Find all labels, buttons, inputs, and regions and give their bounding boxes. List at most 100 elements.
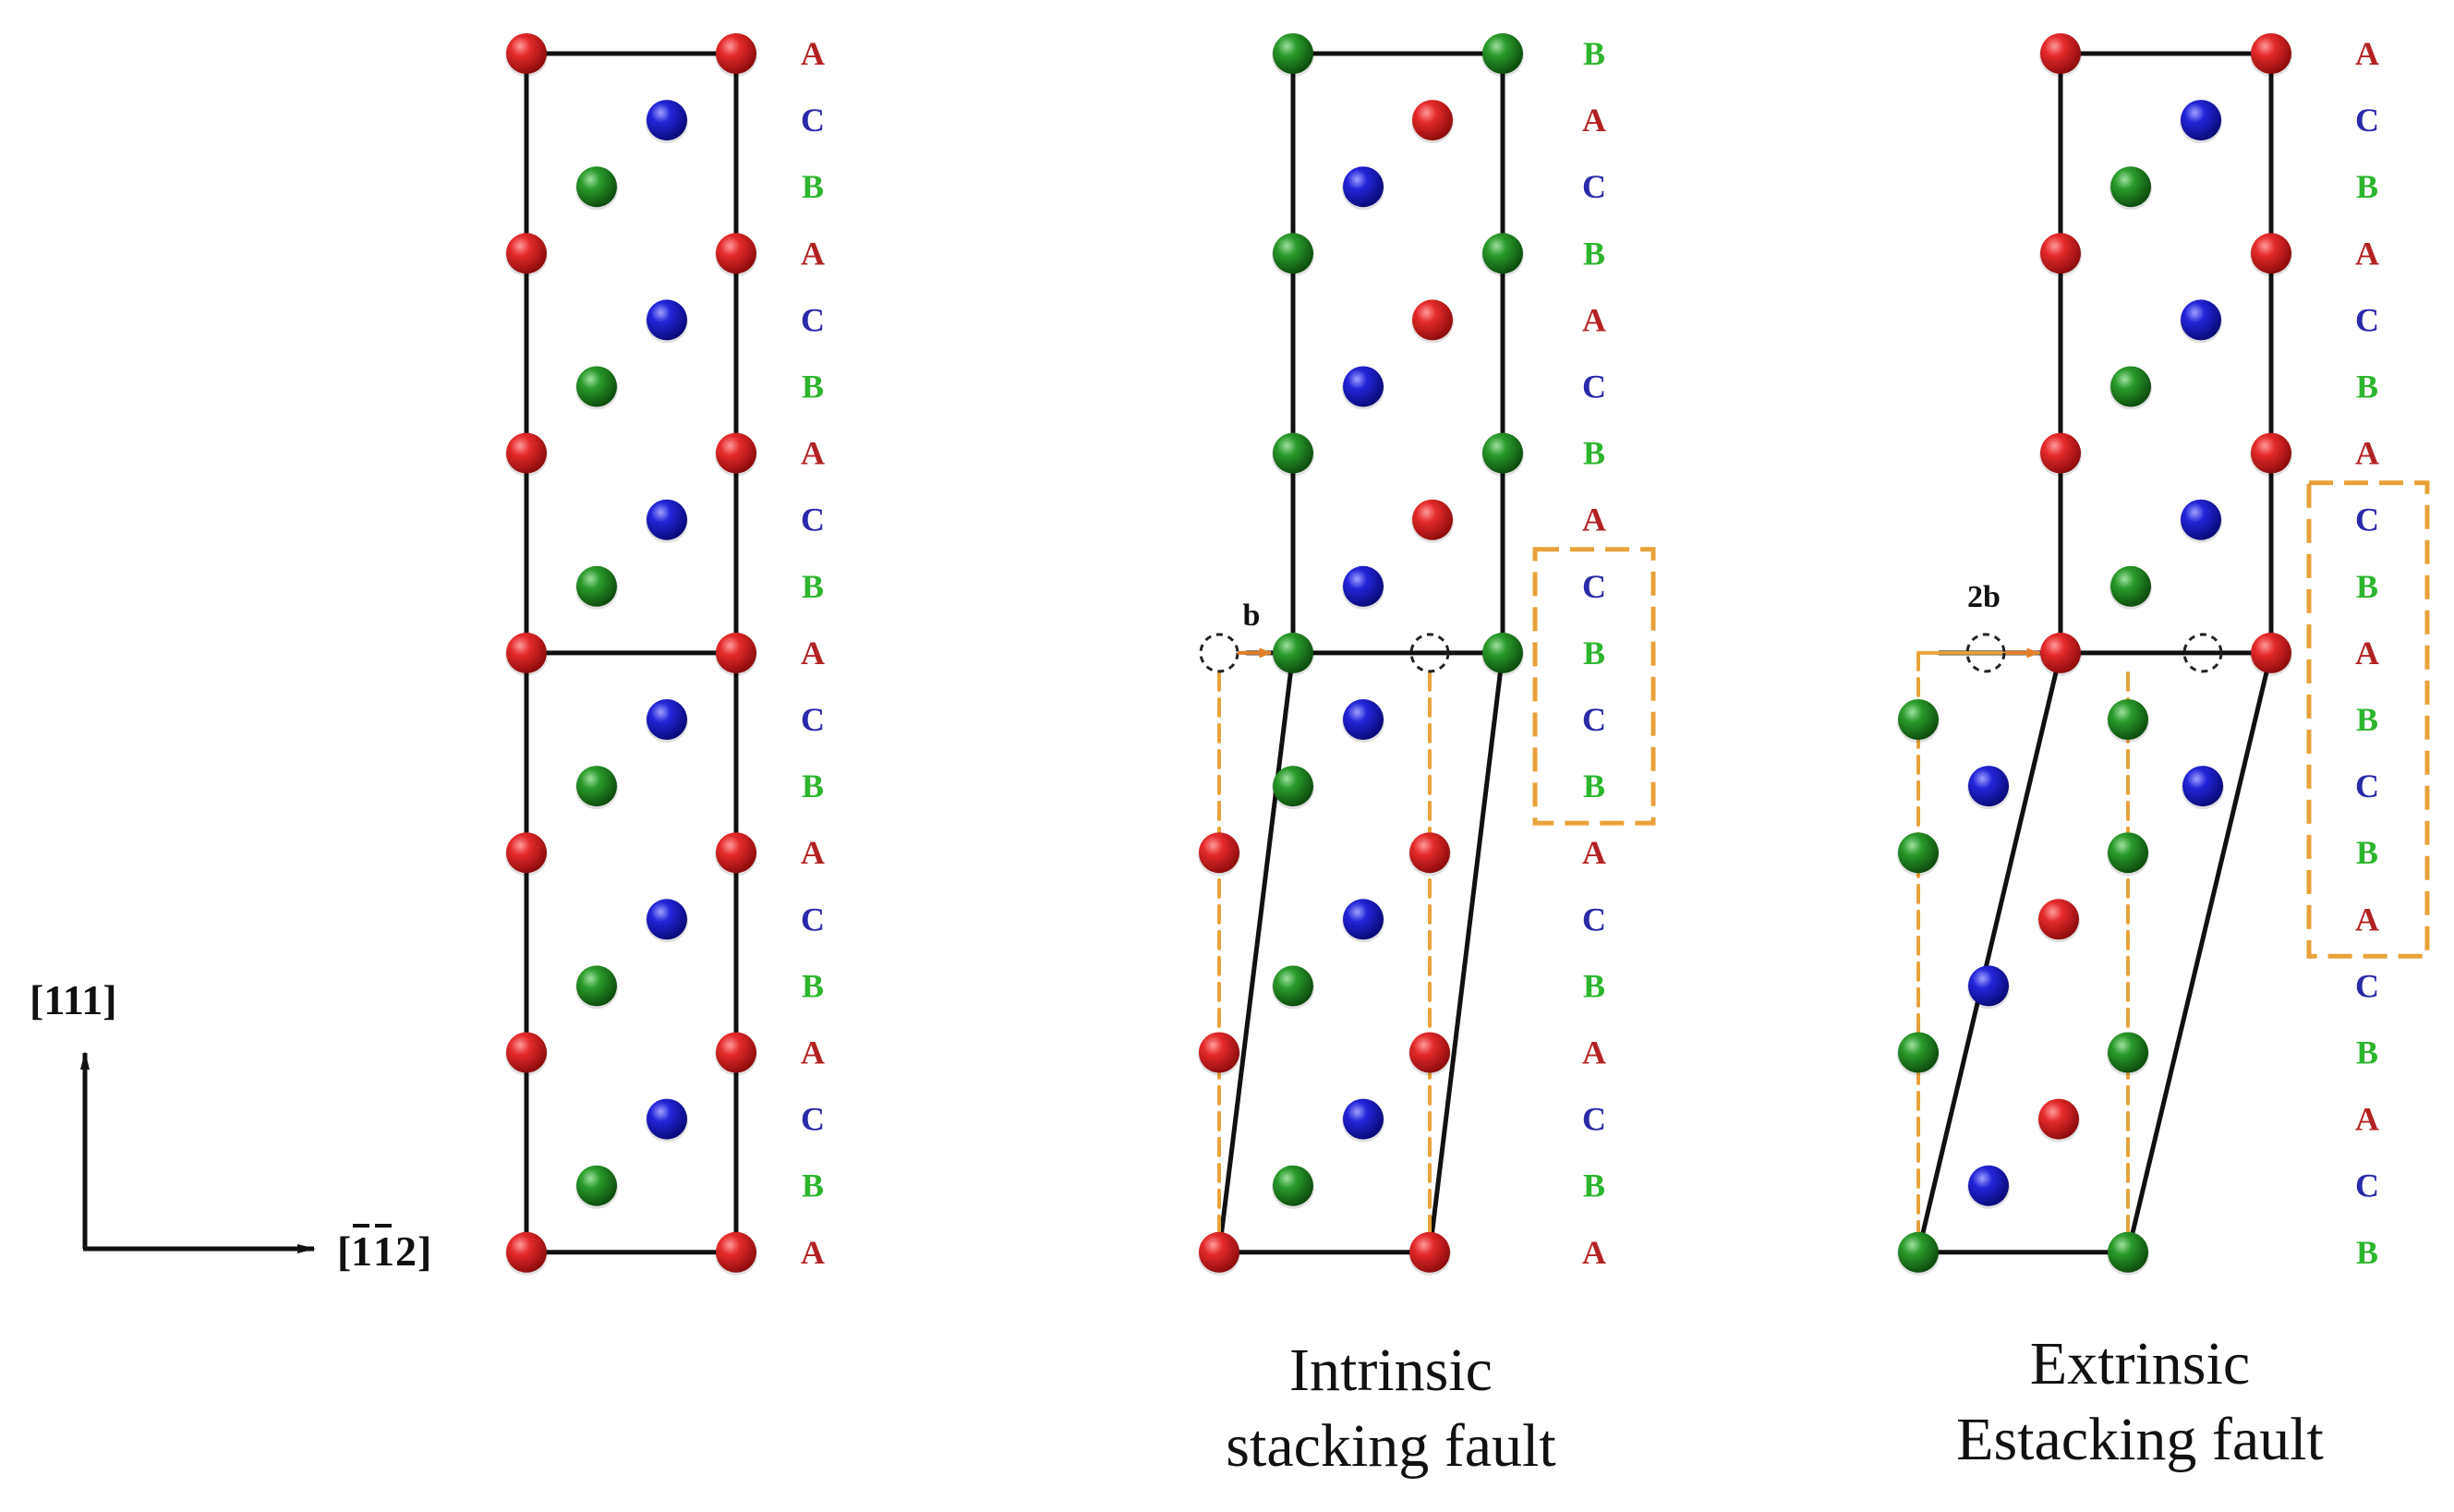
layer-letter: B bbox=[1583, 768, 1605, 804]
atom-B bbox=[575, 166, 618, 211]
shift-vector-label: b bbox=[1243, 599, 1261, 633]
layer-letter: B bbox=[802, 1167, 824, 1204]
layer-letter: B bbox=[802, 967, 824, 1004]
atom-B bbox=[2109, 565, 2152, 610]
atom-A bbox=[505, 432, 548, 477]
atom-A bbox=[1198, 832, 1240, 877]
atom-B bbox=[2107, 1231, 2149, 1276]
atom-A bbox=[715, 233, 757, 277]
atom-B bbox=[2107, 699, 2149, 743]
layer-letter: C bbox=[801, 502, 825, 538]
atom-B bbox=[1272, 766, 1314, 810]
fault-region-box bbox=[1532, 547, 1656, 826]
atom-A bbox=[1408, 1231, 1451, 1276]
layer-letter: C bbox=[1582, 369, 1606, 405]
horizontal-axis-label-digit-1: 1 bbox=[351, 1228, 372, 1275]
atom-A bbox=[505, 632, 548, 676]
atom-A bbox=[715, 432, 757, 477]
horizontal-axis-label-digit-3: 2 bbox=[395, 1228, 417, 1275]
atom-B bbox=[2107, 832, 2149, 877]
layer-letter: B bbox=[1583, 35, 1605, 72]
layer-letter: A bbox=[1582, 1234, 1606, 1271]
layer-letter: B bbox=[2356, 1234, 2378, 1271]
atom-A bbox=[2039, 432, 2082, 477]
axis-indicator: [111] [ 1 1 2 ] bbox=[30, 976, 431, 1275]
layer-letter: B bbox=[1583, 1167, 1605, 1204]
atom-C bbox=[1967, 1165, 2010, 1209]
atom-B bbox=[1897, 1231, 1940, 1276]
layer-letter: B bbox=[2356, 369, 2378, 405]
atom-C bbox=[1967, 766, 2010, 810]
atom-A bbox=[715, 1032, 757, 1076]
layer-letter: A bbox=[801, 235, 825, 272]
layer-letter: A bbox=[1582, 834, 1606, 871]
atom-A bbox=[2250, 632, 2292, 676]
layer-letter: C bbox=[1582, 701, 1606, 738]
atom-B bbox=[1481, 432, 1524, 477]
vacant-site-marker bbox=[1199, 633, 1239, 673]
fault-region-box bbox=[2306, 480, 2430, 959]
atom-C bbox=[1342, 699, 1384, 743]
layer-letter: A bbox=[1582, 502, 1606, 538]
shift-vector-label: 2b bbox=[1967, 580, 2001, 614]
layer-letter: B bbox=[802, 768, 824, 804]
horizontal-axis-label-open: [ bbox=[337, 1228, 351, 1275]
atom-A bbox=[2250, 233, 2292, 277]
atom-C bbox=[2180, 499, 2222, 543]
layer-letter: C bbox=[801, 301, 825, 338]
atom-C bbox=[2180, 299, 2222, 344]
sheared-cell-right bbox=[1427, 650, 1505, 1255]
atom-C bbox=[1342, 1098, 1384, 1143]
layer-letter: C bbox=[2355, 102, 2379, 139]
layer-letter: C bbox=[801, 901, 825, 937]
atom-C bbox=[1342, 899, 1384, 943]
layer-letter: C bbox=[1582, 901, 1606, 937]
layer-letter: C bbox=[2355, 301, 2379, 338]
panel-caption-line: Estacking fault bbox=[1956, 1406, 2324, 1473]
atom-A bbox=[2039, 33, 2082, 77]
layer-letter: C bbox=[2355, 1167, 2379, 1204]
layer-letter: B bbox=[2356, 834, 2378, 871]
atom-B bbox=[1272, 233, 1314, 277]
layer-letter: B bbox=[1583, 435, 1605, 472]
vacant-site-marker bbox=[1965, 633, 2006, 673]
layer-letter: A bbox=[2355, 235, 2379, 272]
layer-letter: B bbox=[802, 168, 824, 205]
atom-A bbox=[1198, 1231, 1240, 1276]
atom-A bbox=[2037, 1098, 2080, 1143]
atom-B bbox=[1272, 33, 1314, 77]
atom-B bbox=[1272, 1165, 1314, 1209]
atom-C bbox=[646, 299, 688, 344]
atom-C bbox=[646, 1098, 688, 1143]
atom-B bbox=[575, 565, 618, 610]
atom-A bbox=[505, 33, 548, 77]
atom-B bbox=[2107, 1032, 2149, 1076]
layer-letter: B bbox=[802, 568, 824, 605]
atom-C bbox=[646, 899, 688, 943]
atom-B bbox=[1897, 832, 1940, 877]
panel-extrinsic-stacking-fault: 2bACBACBACBABCBACBACBExtrinsicEstacking … bbox=[1897, 33, 2430, 1473]
layer-letter: C bbox=[1582, 168, 1606, 205]
vacant-site-marker bbox=[2182, 633, 2223, 673]
layer-letter: A bbox=[1582, 1034, 1606, 1071]
atom-A bbox=[505, 1032, 548, 1076]
atom-B bbox=[575, 366, 618, 410]
atom-C bbox=[1342, 565, 1384, 610]
atom-A bbox=[715, 1231, 757, 1276]
layer-letter: A bbox=[801, 35, 825, 72]
atom-A bbox=[1411, 100, 1454, 144]
atom-B bbox=[2109, 166, 2152, 211]
layer-letter: A bbox=[801, 635, 825, 671]
atom-A bbox=[2039, 632, 2082, 676]
horizontal-axis-label-digit-2: 1 bbox=[373, 1228, 394, 1275]
atom-C bbox=[646, 100, 688, 144]
panel-caption-line: Intrinsic bbox=[1289, 1337, 1493, 1404]
layer-letter: A bbox=[2355, 635, 2379, 671]
atom-B bbox=[1272, 965, 1314, 1010]
atom-B bbox=[575, 1165, 618, 1209]
atom-C bbox=[646, 699, 688, 743]
atom-A bbox=[2250, 432, 2292, 477]
atom-C bbox=[1342, 166, 1384, 211]
